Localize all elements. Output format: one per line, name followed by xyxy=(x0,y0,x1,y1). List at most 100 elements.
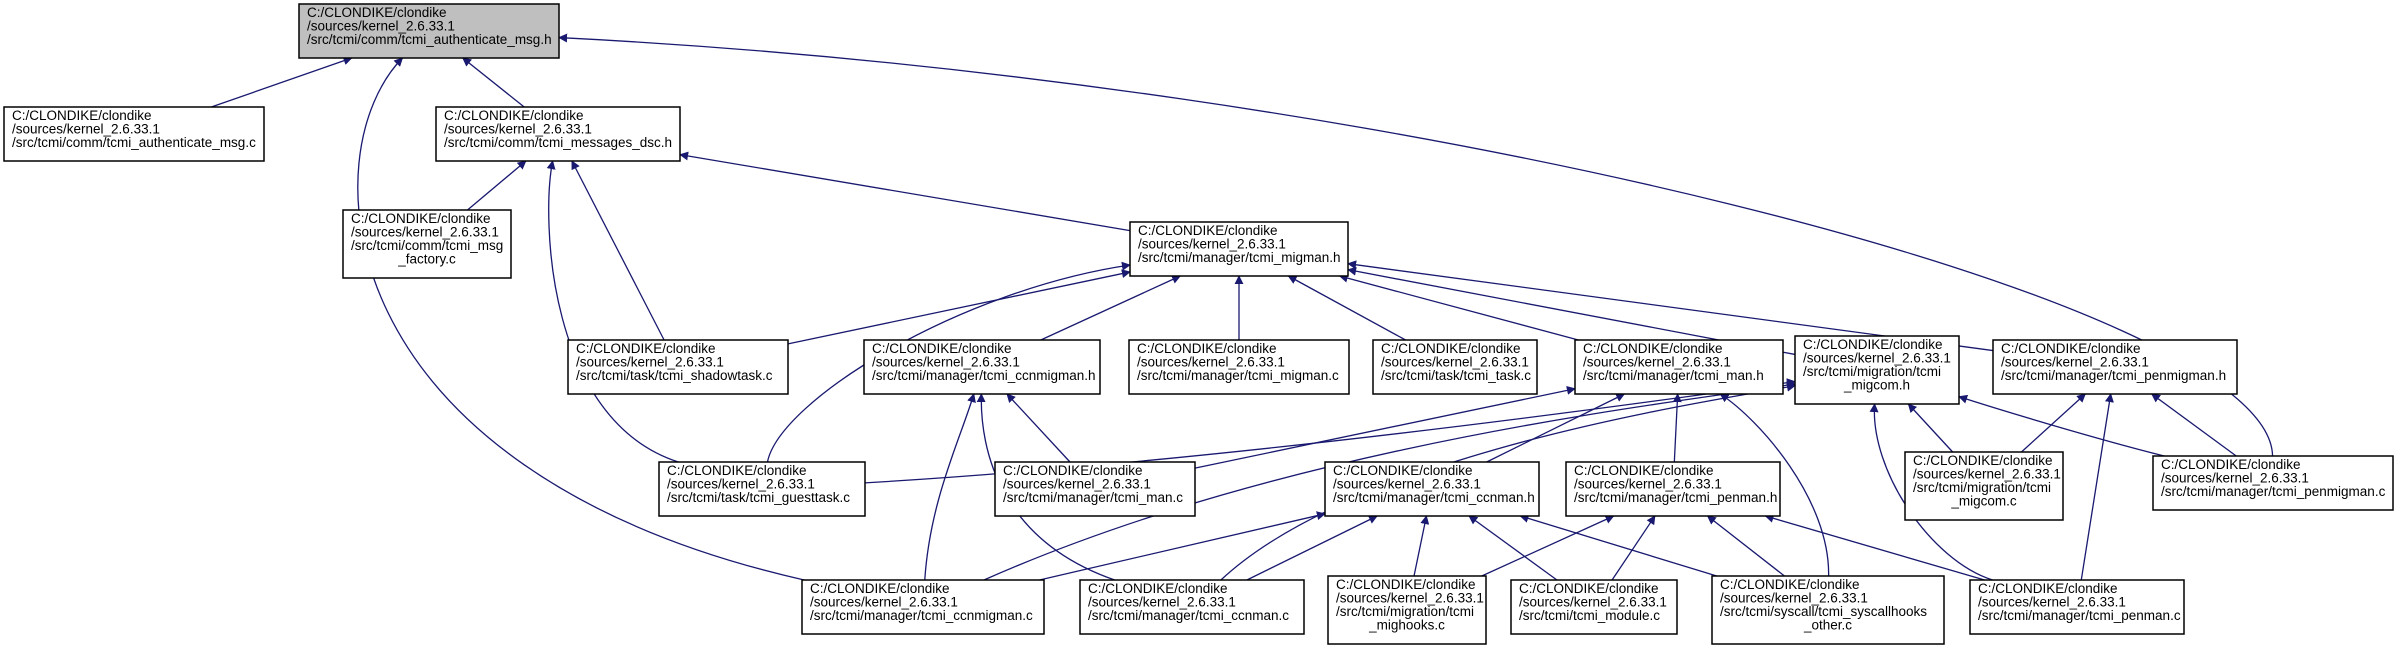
node-label-line: /src/tcmi/manager/tcmi_migman.c xyxy=(1137,368,1339,383)
node-penmigman_c[interactable]: C:/CLONDIKE/clondike/sources/kernel_2.6.… xyxy=(2152,455,2394,511)
node-box-penman_h[interactable] xyxy=(1565,461,1781,517)
edge-module_c-to-penman_h xyxy=(1611,515,1656,581)
node-box-mighooks_c[interactable] xyxy=(1327,575,1487,645)
node-label-line: /sources/kernel_2.6.33.1 xyxy=(1137,355,1285,370)
node-label-line: /src/tcmi/manager/tcmi_man.h xyxy=(1583,368,1764,383)
node-root[interactable]: C:/CLONDIKE/clondike/sources/kernel_2.6.… xyxy=(298,3,560,59)
node-guesttask_c[interactable]: C:/CLONDIKE/clondike/sources/kernel_2.6.… xyxy=(658,461,866,517)
node-box-task_c[interactable] xyxy=(1372,339,1538,395)
node-label-line: /src/tcmi/manager/tcmi_migman.h xyxy=(1138,250,1341,265)
node-box-shadowtask_c[interactable] xyxy=(567,339,789,395)
node-box-root[interactable] xyxy=(298,3,560,59)
node-label-line: /sources/kernel_2.6.33.1 xyxy=(1978,595,2126,610)
node-migman_h[interactable]: C:/CLONDIKE/clondike/sources/kernel_2.6.… xyxy=(1129,221,1349,277)
node-label-line: _factory.c xyxy=(397,252,456,267)
node-box-ccnmigman_c[interactable] xyxy=(801,579,1045,635)
node-box-man_c[interactable] xyxy=(994,461,1196,517)
node-label-line: /sources/kernel_2.6.33.1 xyxy=(351,225,499,240)
node-module_c[interactable]: C:/CLONDIKE/clondike/sources/kernel_2.6.… xyxy=(1510,579,1678,635)
node-msgs_dsc_h[interactable]: C:/CLONDIKE/clondike/sources/kernel_2.6.… xyxy=(435,106,681,162)
node-box-auth_c[interactable] xyxy=(3,106,265,162)
node-label-line: C:/CLONDIKE/clondike xyxy=(1519,581,1659,596)
node-box-migcom_h[interactable] xyxy=(1794,335,1960,405)
node-box-module_c[interactable] xyxy=(1510,579,1678,635)
node-label-line: _mighooks.c xyxy=(1368,618,1445,633)
node-box-ccnman_h[interactable] xyxy=(1324,461,1540,517)
node-man_c[interactable]: C:/CLONDIKE/clondike/sources/kernel_2.6.… xyxy=(994,461,1196,517)
node-man_h[interactable]: C:/CLONDIKE/clondike/sources/kernel_2.6.… xyxy=(1574,339,1784,395)
node-label-line: /sources/kernel_2.6.33.1 xyxy=(1803,351,1951,366)
node-migman_c[interactable]: C:/CLONDIKE/clondike/sources/kernel_2.6.… xyxy=(1128,339,1350,395)
edge-penman_c-to-penman_h xyxy=(1764,513,1985,581)
edge-migman_h-to-msgs_dsc_h xyxy=(679,151,1131,232)
node-migcom_h[interactable]: C:/CLONDIKE/clondike/sources/kernel_2.6.… xyxy=(1794,335,1960,405)
node-ccnman_c[interactable]: C:/CLONDIKE/clondike/sources/kernel_2.6.… xyxy=(1079,579,1305,635)
node-label-line: C:/CLONDIKE/clondike xyxy=(810,581,950,596)
node-label-line: /sources/kernel_2.6.33.1 xyxy=(12,122,160,137)
node-box-man_h[interactable] xyxy=(1574,339,1784,395)
edge-penmigman_c-to-migcom_h xyxy=(1958,394,2165,457)
node-ccnmigman_c[interactable]: C:/CLONDIKE/clondike/sources/kernel_2.6.… xyxy=(801,579,1045,635)
node-label-line: C:/CLONDIKE/clondike xyxy=(1978,581,2118,596)
node-task_c[interactable]: C:/CLONDIKE/clondike/sources/kernel_2.6.… xyxy=(1372,339,1538,395)
node-label-line: C:/CLONDIKE/clondike xyxy=(2161,457,2301,472)
edge-task_c-to-migman_h xyxy=(1287,275,1406,341)
node-shadowtask_c[interactable]: C:/CLONDIKE/clondike/sources/kernel_2.6.… xyxy=(567,339,789,395)
node-label-line: C:/CLONDIKE/clondike xyxy=(351,211,491,226)
node-migcom_c[interactable]: C:/CLONDIKE/clondike/sources/kernel_2.6.… xyxy=(1904,451,2064,521)
edge-syscallhooks_c-to-penman_h xyxy=(1706,515,1785,577)
node-auth_c[interactable]: C:/CLONDIKE/clondike/sources/kernel_2.6.… xyxy=(3,106,265,162)
node-label-line: /src/tcmi/comm/tcmi_authenticate_msg.c xyxy=(12,135,256,150)
node-box-ccnmigman_h[interactable] xyxy=(863,339,1101,395)
node-box-migman_c[interactable] xyxy=(1128,339,1350,395)
node-box-guesttask_c[interactable] xyxy=(658,461,866,517)
node-label-line: /src/tcmi/manager/tcmi_penmigman.h xyxy=(2001,368,2226,383)
edge-mighooks_c-to-penman_h xyxy=(1481,515,1615,577)
node-label-line: C:/CLONDIKE/clondike xyxy=(444,108,584,123)
edge-ccnman_h-to-man_h xyxy=(1486,393,1626,463)
edge-ccnmigman_h-to-migman_h xyxy=(1040,275,1182,341)
node-msg_factory_c[interactable]: C:/CLONDIKE/clondike/sources/kernel_2.6.… xyxy=(342,209,512,279)
node-label-line: /src/tcmi/manager/tcmi_ccnmigman.h xyxy=(872,368,1096,383)
node-box-penman_c[interactable] xyxy=(1969,579,2185,635)
edge-module_c-to-ccnman_h xyxy=(1468,515,1558,581)
node-label-line: /src/tcmi/comm/tcmi_messages_dsc.h xyxy=(444,135,672,150)
node-label-line: /sources/kernel_2.6.33.1 xyxy=(1519,595,1667,610)
node-box-migcom_c[interactable] xyxy=(1904,451,2064,521)
node-penmigman_h[interactable]: C:/CLONDIKE/clondike/sources/kernel_2.6.… xyxy=(1992,339,2238,395)
node-label-line: /src/tcmi/manager/tcmi_man.c xyxy=(1003,490,1183,505)
node-label-line: C:/CLONDIKE/clondike xyxy=(1720,577,1860,592)
node-label-line: _migcom.h xyxy=(1843,378,1910,393)
edge-guesttask_c-to-msgs_dsc_h xyxy=(546,160,679,463)
node-ccnmigman_h[interactable]: C:/CLONDIKE/clondike/sources/kernel_2.6.… xyxy=(863,339,1101,395)
node-label-line: /sources/kernel_2.6.33.1 xyxy=(2001,355,2149,370)
edge-msg_factory_c-to-msgs_dsc_h xyxy=(467,160,527,211)
node-box-msg_factory_c[interactable] xyxy=(342,209,512,279)
node-label-line: /sources/kernel_2.6.33.1 xyxy=(1003,477,1151,492)
node-mighooks_c[interactable]: C:/CLONDIKE/clondike/sources/kernel_2.6.… xyxy=(1327,575,1487,645)
edge-ccnmigman_c-to-root xyxy=(357,57,805,581)
node-label-line: /src/tcmi/migration/tcmi xyxy=(1803,364,1941,379)
node-penman_c[interactable]: C:/CLONDIKE/clondike/sources/kernel_2.6.… xyxy=(1969,579,2185,635)
node-penman_h[interactable]: C:/CLONDIKE/clondike/sources/kernel_2.6.… xyxy=(1565,461,1781,517)
node-label-line: /sources/kernel_2.6.33.1 xyxy=(1333,477,1481,492)
node-box-penmigman_c[interactable] xyxy=(2152,455,2394,511)
node-box-ccnman_c[interactable] xyxy=(1079,579,1305,635)
node-label-line: /sources/kernel_2.6.33.1 xyxy=(1088,595,1236,610)
node-box-syscallhooks_c[interactable] xyxy=(1711,575,1945,645)
edge-ccnmigman_c-to-ccnmigman_h xyxy=(924,393,976,581)
node-syscallhooks_c[interactable]: C:/CLONDIKE/clondike/sources/kernel_2.6.… xyxy=(1711,575,1945,645)
edge-ccnmigman_c-to-ccnman_h xyxy=(1039,511,1326,581)
node-box-migman_h[interactable] xyxy=(1129,221,1349,277)
edge-man_c-to-man_h xyxy=(1194,385,1576,469)
edge-shadowtask_c-to-msgs_dsc_h xyxy=(571,160,665,341)
node-label-line: /src/tcmi/manager/tcmi_ccnman.h xyxy=(1333,490,1535,505)
node-label-line: C:/CLONDIKE/clondike xyxy=(667,463,807,478)
node-label-line: C:/CLONDIKE/clondike xyxy=(1574,463,1714,478)
node-label-line: /src/tcmi/comm/tcmi_msg xyxy=(351,238,503,253)
node-box-penmigman_h[interactable] xyxy=(1992,339,2238,395)
node-box-msgs_dsc_h[interactable] xyxy=(435,106,681,162)
node-ccnman_h[interactable]: C:/CLONDIKE/clondike/sources/kernel_2.6.… xyxy=(1324,461,1540,517)
nodes-layer: C:/CLONDIKE/clondike/sources/kernel_2.6.… xyxy=(3,3,2394,645)
edge-man_h-to-migman_h xyxy=(1338,273,1579,341)
